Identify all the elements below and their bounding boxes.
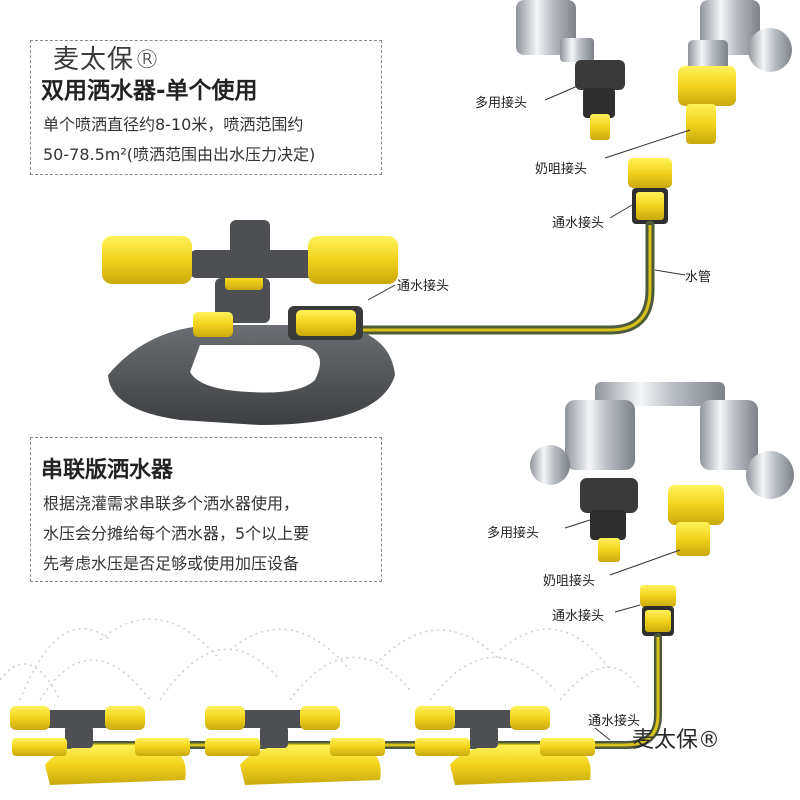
label-bottom-connector-2: 通水接头 [588, 714, 641, 729]
label-top-hose: 水管 [685, 270, 712, 285]
sprinkler-mini-2 [205, 706, 385, 785]
connector-bottom [640, 585, 676, 636]
single-use-title: 双用洒水器-单个使用 [41, 78, 258, 104]
water-spray [0, 618, 641, 701]
label-top-multi-adapter: 多用接头 [475, 96, 528, 111]
faucet-top-right [678, 0, 792, 144]
sprinkler-mini-3 [415, 706, 595, 785]
label-top-connector-2: 通水接头 [397, 279, 450, 294]
series-use-desc-line2: 水压会分摊给每个洒水器，5个以上要 [43, 524, 310, 543]
series-use-desc-line3: 先考虑水压是否足够或使用加压设备 [43, 554, 300, 573]
brand-watermark: 麦太保® [632, 728, 721, 753]
label-top-nipple: 奶咀接头 [535, 162, 588, 177]
single-use-desc-line2: 50-78.5m²(喷洒范围由出水压力决定) [43, 145, 316, 164]
label-bottom-connector-1: 通水接头 [552, 609, 605, 624]
series-use-info-box: 串联版洒水器 根据浇灌需求串联多个洒水器使用， 水压会分摊给每个洒水器，5个以上… [30, 437, 382, 582]
sprinkler-top [102, 220, 398, 425]
label-top-connector-1: 通水接头 [552, 216, 605, 231]
faucet-bottom [530, 382, 794, 562]
single-use-info-box: 麦太保® 双用洒水器-单个使用 单个喷洒直径约8-10米，喷洒范围约 50-78… [30, 40, 382, 175]
series-use-desc-line1: 根据浇灌需求串联多个洒水器使用， [43, 494, 300, 513]
single-use-desc-line1: 单个喷洒直径约8-10米，喷洒范围约 [43, 115, 304, 134]
label-bottom-nipple: 奶咀接头 [543, 574, 596, 589]
brand-logo-text: 麦太保® [53, 45, 162, 75]
faucet-top-left [516, 0, 625, 140]
label-bottom-multi-adapter: 多用接头 [487, 526, 540, 541]
connector-top [628, 158, 672, 224]
sprinkler-mini-1 [10, 706, 190, 785]
series-use-title: 串联版洒水器 [41, 458, 174, 483]
